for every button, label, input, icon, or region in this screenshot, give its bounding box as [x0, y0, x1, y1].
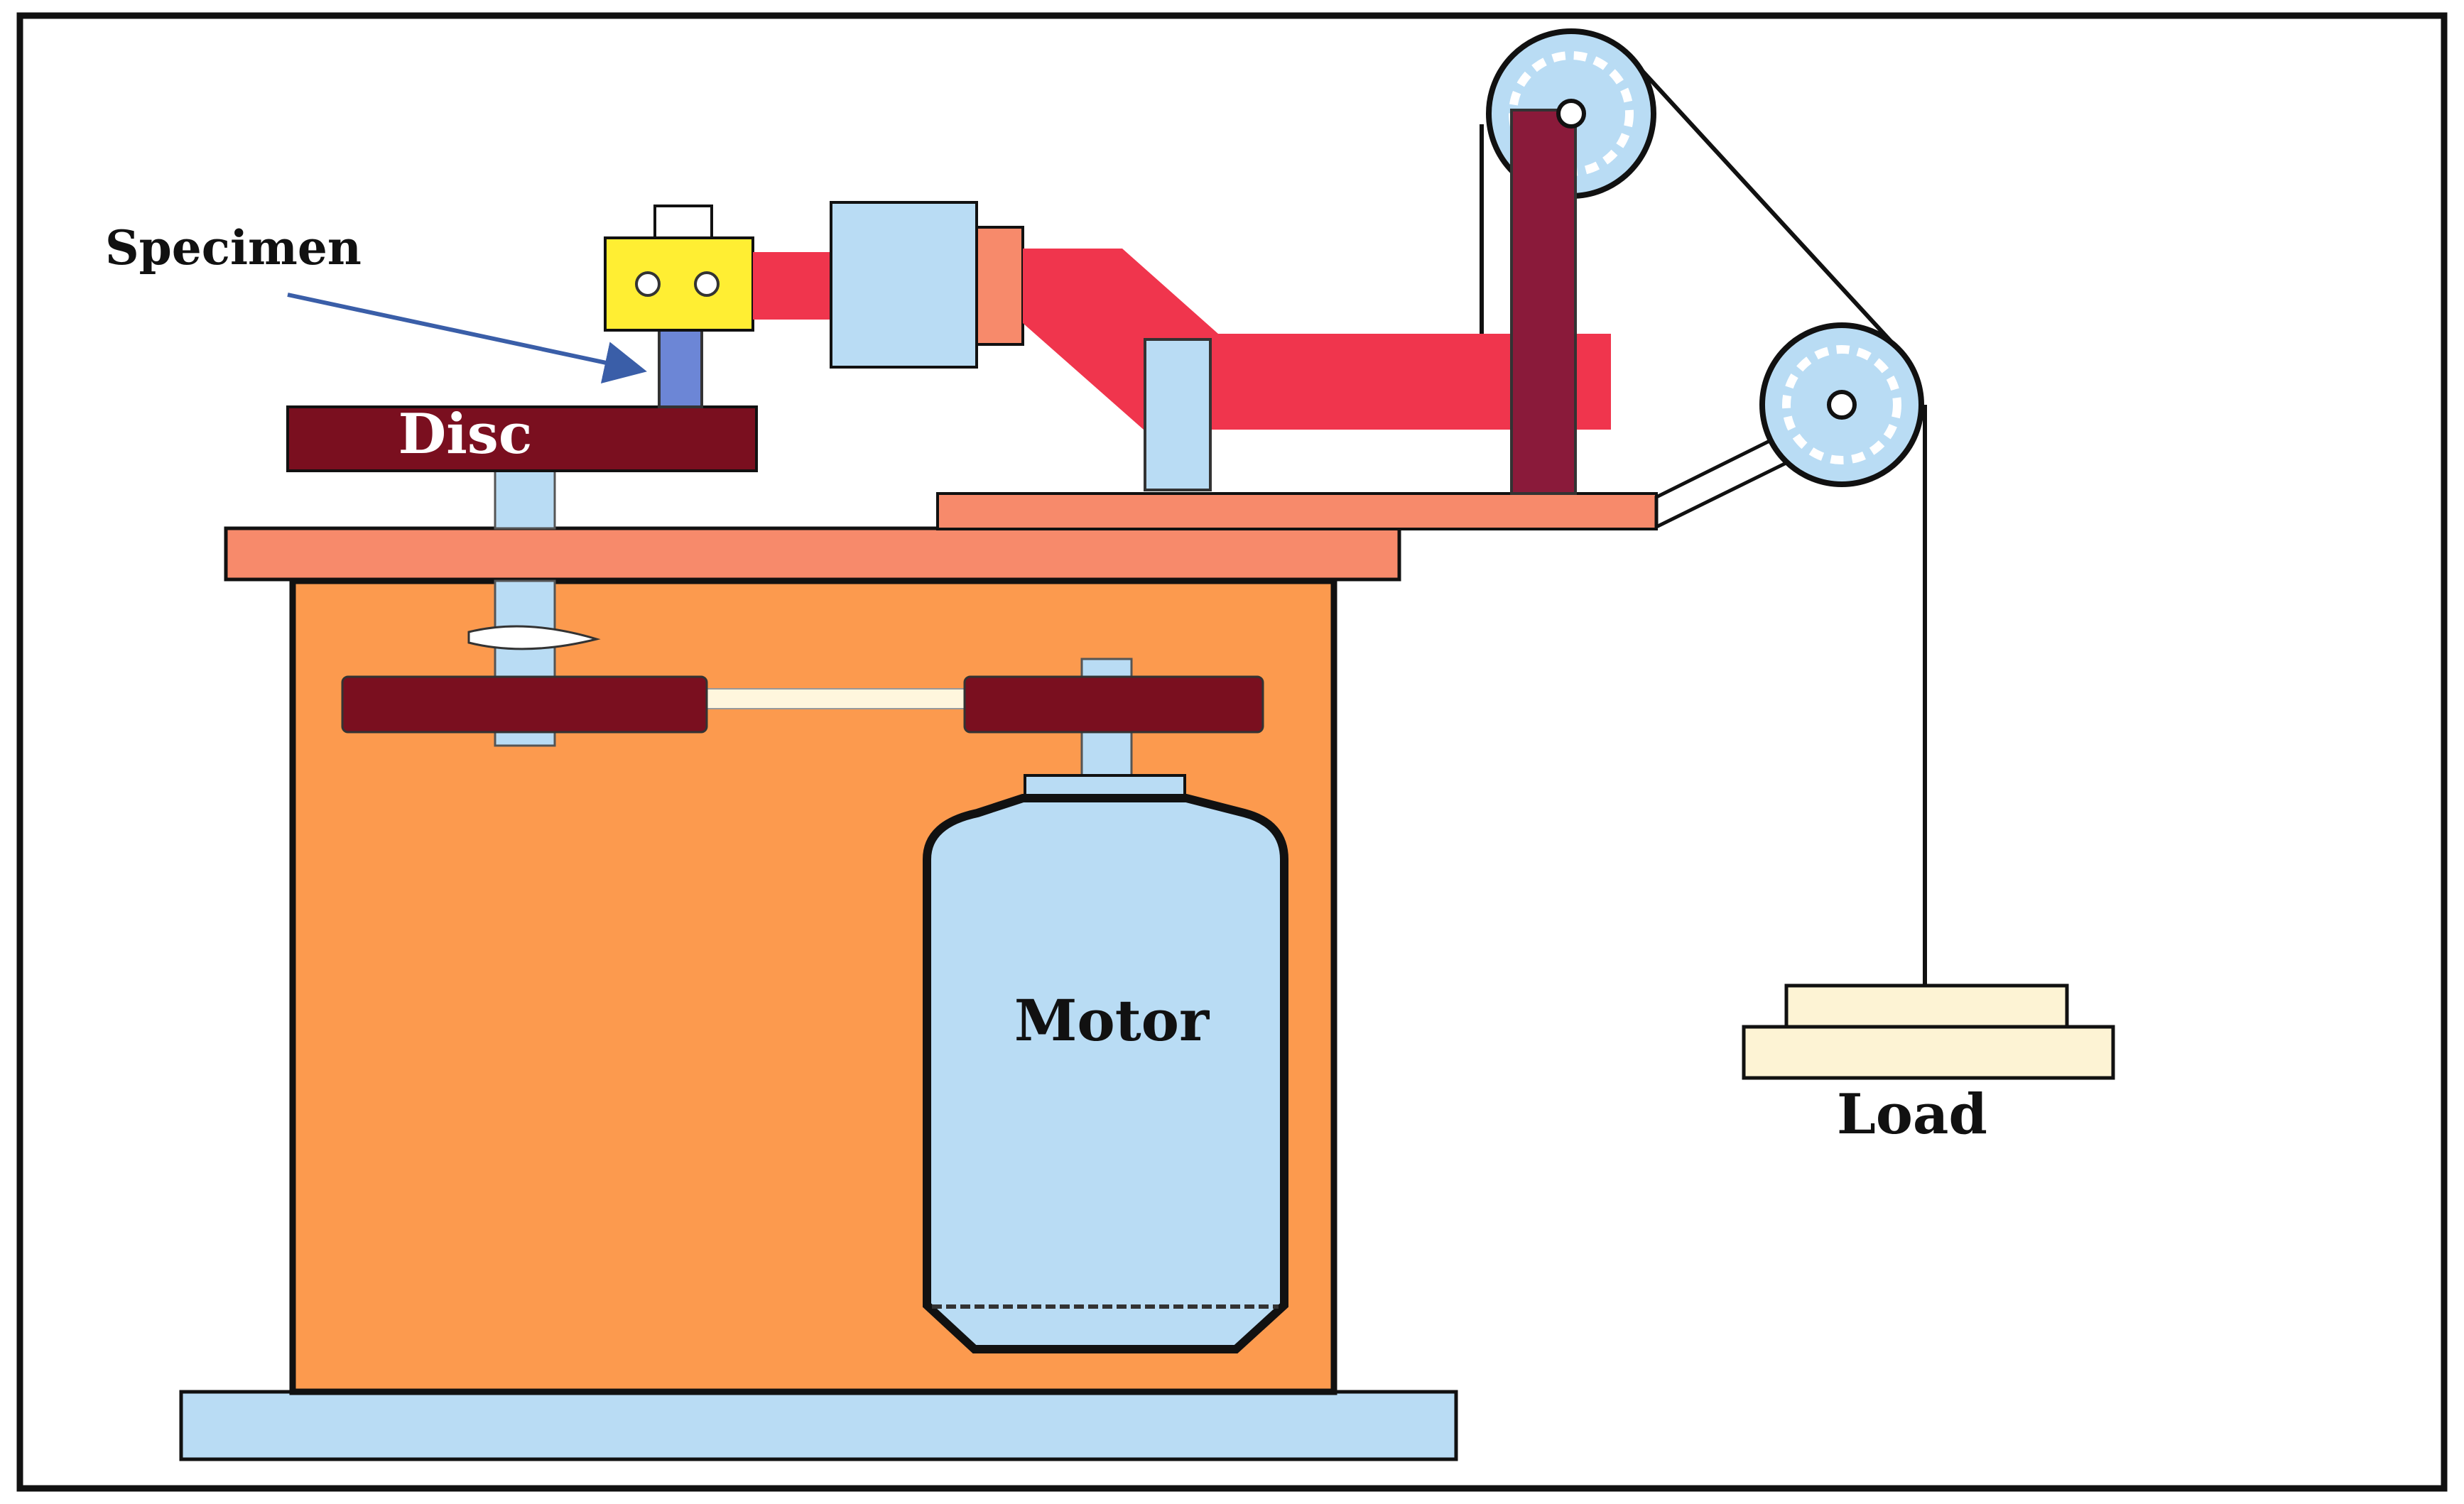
load-arm-left — [753, 252, 835, 320]
vertical-post — [1510, 109, 1577, 495]
cord-diagonal — [1635, 63, 1904, 356]
drive-pulley-right — [963, 675, 1264, 734]
load-weight-top — [1784, 983, 2069, 1029]
disc — [286, 405, 758, 472]
load-label: Load — [1837, 1082, 1987, 1147]
lower-pulley-axle — [1827, 390, 1857, 420]
right-platform — [936, 492, 1658, 530]
drive-belt — [706, 688, 974, 709]
motor-label: Motor — [1014, 987, 1210, 1054]
load-weight-bottom — [1742, 1025, 2115, 1080]
drive-pulley-left — [341, 675, 708, 734]
base-plate — [179, 1390, 1458, 1461]
specimen-pointer-arrow — [287, 293, 647, 384]
table-top — [224, 526, 1401, 582]
holder-screw-right — [694, 271, 720, 297]
specimen-holder-top — [653, 205, 713, 239]
specimen-label: Specimen — [105, 220, 362, 276]
motor-body — [923, 794, 1288, 1353]
disc-label: Disc — [398, 402, 533, 467]
disc-shaft-upper — [494, 467, 556, 530]
arm-support-post — [1144, 338, 1212, 491]
specimen-holder — [604, 236, 754, 332]
arm-block — [830, 201, 978, 369]
coupling-mark — [467, 625, 601, 650]
upper-pulley-axle — [1556, 99, 1586, 129]
holder-screw-left — [635, 271, 661, 297]
specimen-pin — [658, 329, 703, 408]
lower-pulley-ring — [1782, 345, 1901, 464]
arm-collar — [975, 226, 1024, 346]
